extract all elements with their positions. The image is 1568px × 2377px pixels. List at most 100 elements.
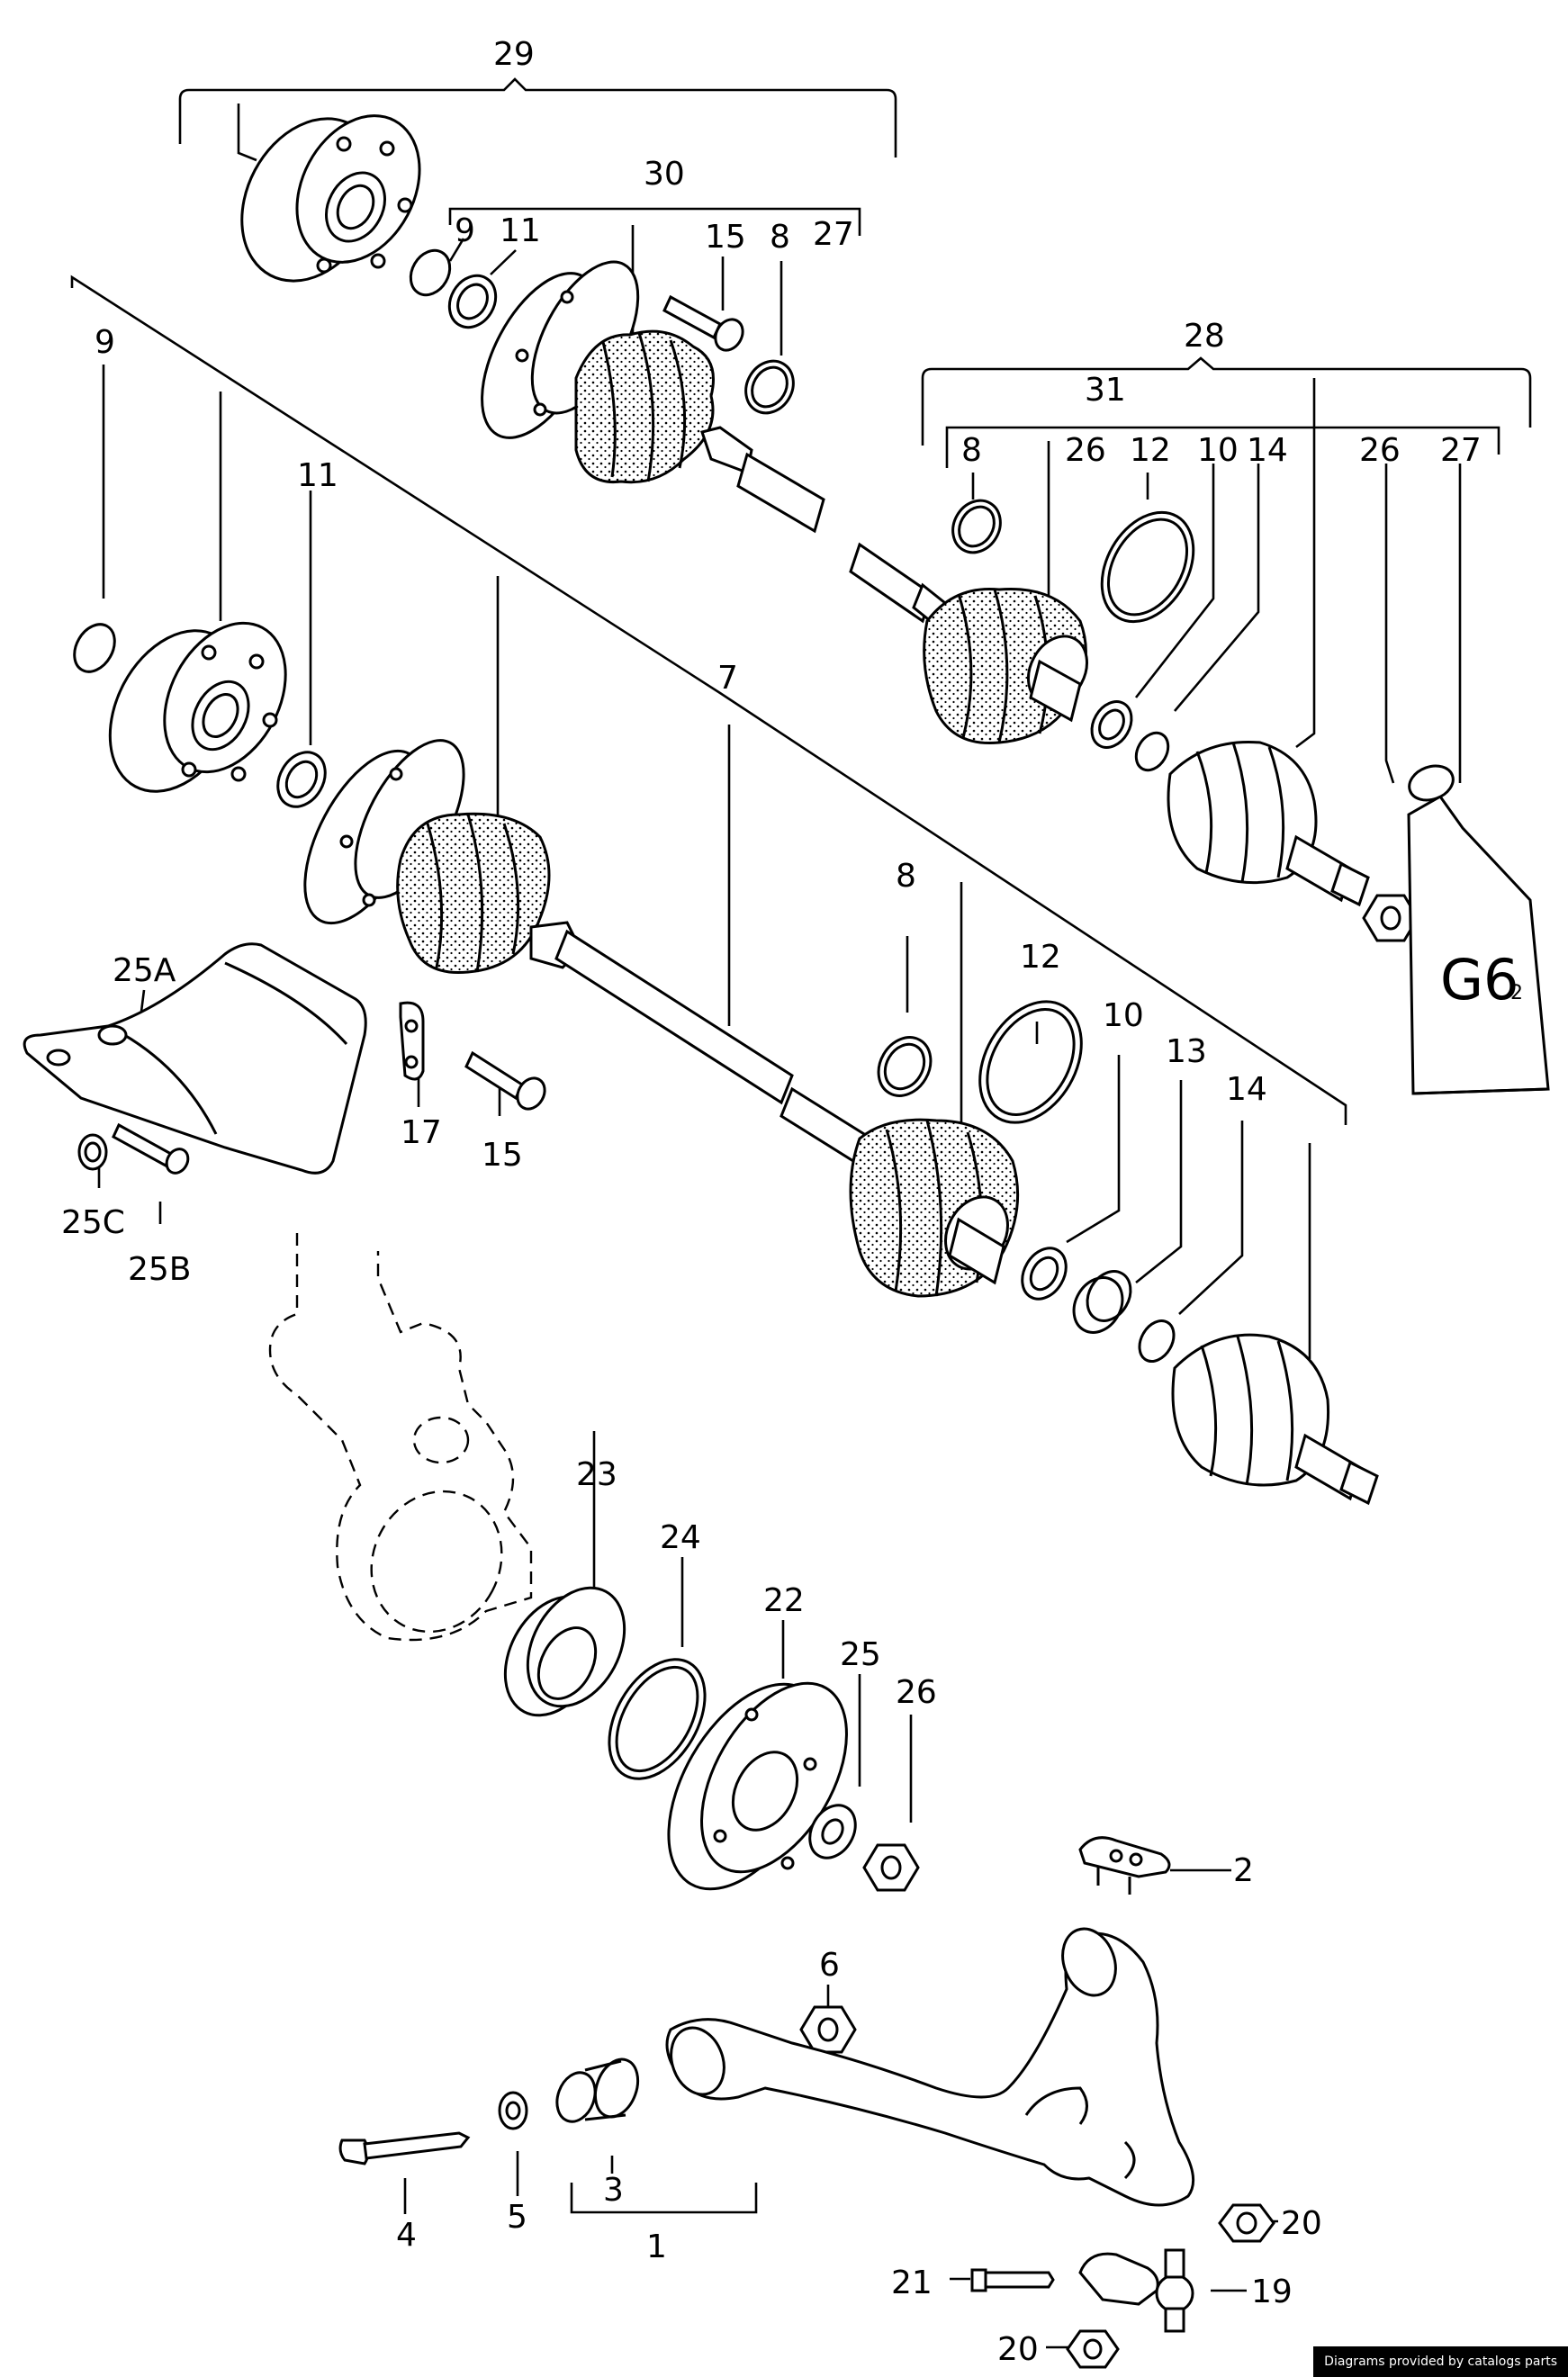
label-23: 23	[576, 1456, 617, 1493]
label-7: 7	[717, 660, 738, 697]
nut-26	[862, 1843, 920, 1892]
washer-25C	[77, 1133, 108, 1171]
nut-6	[799, 2005, 857, 2054]
label-8-mid: 8	[896, 858, 916, 895]
nut-20-right	[1218, 2203, 1275, 2243]
boot-top-left	[574, 329, 715, 484]
label-2: 2	[1233, 1852, 1254, 1889]
label-9-top: 9	[455, 212, 475, 249]
label-21: 21	[891, 2264, 933, 2301]
label-26-right-b: 26	[1359, 432, 1401, 469]
label-20-right: 20	[1281, 2205, 1322, 2242]
washer-11-left	[276, 751, 327, 808]
label-10-right: 10	[1197, 432, 1239, 469]
circlip-right	[1134, 731, 1170, 772]
clamp-8-top	[744, 359, 795, 415]
label-22: 22	[763, 1582, 805, 1619]
bracket-1	[570, 2183, 758, 2214]
label-13: 13	[1166, 1033, 1207, 1070]
shaft-right-top	[849, 542, 947, 628]
label-25: 25	[840, 1636, 881, 1673]
label-26: 26	[896, 1674, 937, 1711]
label-25C: 25C	[61, 1204, 125, 1241]
clamp-8-mid	[877, 1036, 933, 1097]
label-14-mid: 14	[1226, 1071, 1267, 1108]
bracket-31	[945, 426, 1500, 468]
label-6: 6	[819, 1947, 840, 1984]
label-27-top: 27	[813, 216, 854, 253]
credit-badge: Diagrams provided by catalogs parts	[1313, 2346, 1568, 2377]
bolt-21	[970, 2268, 1055, 2292]
heat-shield-25A	[23, 942, 367, 1175]
bearing-23	[503, 1586, 626, 1717]
bracket-7	[70, 275, 1347, 1125]
bolt-15-left	[464, 1050, 546, 1111]
label-15-top: 15	[705, 219, 746, 256]
label-1: 1	[646, 2228, 667, 2265]
grease-code-suffix: 2	[1510, 982, 1523, 1004]
main-shaft	[529, 921, 866, 1164]
cv-joint-inner-left	[108, 621, 287, 793]
label-14-right: 14	[1247, 432, 1288, 469]
boot-left	[396, 812, 551, 975]
label-24: 24	[660, 1519, 701, 1556]
label-8-right: 8	[961, 432, 982, 469]
circlip-9-left	[73, 623, 116, 673]
label-4: 4	[396, 2217, 417, 2254]
label-25A: 25A	[113, 952, 176, 989]
label-27-right: 27	[1440, 432, 1482, 469]
leader-lines	[97, 104, 1462, 2349]
spline-right-top	[1027, 635, 1088, 723]
spline-mid	[944, 1195, 1009, 1285]
label-12-mid: 12	[1020, 939, 1061, 976]
spacer-13	[1072, 1270, 1132, 1334]
label-30: 30	[644, 156, 685, 193]
bolt-15-top	[662, 294, 744, 352]
bolt-4	[338, 2131, 471, 2165]
label-29: 29	[493, 36, 535, 73]
label-28: 28	[1184, 318, 1225, 355]
label-17: 17	[401, 1114, 442, 1151]
label-19: 19	[1251, 2273, 1293, 2310]
nut-20-bottom	[1066, 2329, 1120, 2369]
bushing-3	[555, 2057, 640, 2123]
wheel-knuckle-outline	[268, 1233, 533, 1642]
bracket-29	[178, 77, 897, 158]
band-12-mid	[978, 1000, 1083, 1124]
plate-17	[399, 1001, 425, 1081]
cv-joint-outer-mid	[1171, 1333, 1379, 1506]
grease-tube: G6 2	[1407, 764, 1550, 1095]
cv-joint-inner-top	[240, 114, 421, 283]
label-9-left: 9	[95, 324, 115, 361]
label-20-bottom: 20	[997, 2331, 1039, 2368]
bracket-28	[921, 356, 1532, 446]
label-5: 5	[507, 2199, 527, 2236]
nut-26-right	[1362, 894, 1419, 942]
bolt-25B	[112, 1122, 190, 1175]
grease-code: G6	[1440, 947, 1519, 1013]
circlip-24	[608, 1658, 707, 1780]
label-3: 3	[603, 2172, 624, 2209]
part-labels: 29 30 9 11 15 8 27 28 31 8 26 12 10 14 2…	[61, 36, 1482, 2368]
shaft-top	[700, 426, 825, 534]
cv-joint-flange-top	[481, 260, 640, 439]
washer-25	[808, 1804, 857, 1859]
label-12-right: 12	[1130, 432, 1171, 469]
label-25B: 25B	[128, 1251, 192, 1288]
label-26-right-a: 26	[1065, 432, 1106, 469]
cv-joint-outer-right	[1167, 740, 1370, 907]
ball-joint-19	[1078, 2248, 1194, 2333]
cv-joint-flange-left	[303, 739, 465, 925]
washer-11-top	[447, 274, 498, 329]
wheel-hub-22	[667, 1681, 848, 1891]
label-8-top: 8	[770, 219, 790, 256]
bracket-30	[448, 207, 861, 236]
label-10-mid: 10	[1103, 997, 1144, 1034]
washer-10-mid	[1021, 1247, 1068, 1301]
label-11-top: 11	[500, 212, 541, 249]
washer-10-right	[1090, 700, 1133, 749]
washer-5	[498, 2091, 528, 2130]
clamp-plate-2	[1078, 1836, 1171, 1895]
control-arm	[665, 1927, 1195, 2207]
